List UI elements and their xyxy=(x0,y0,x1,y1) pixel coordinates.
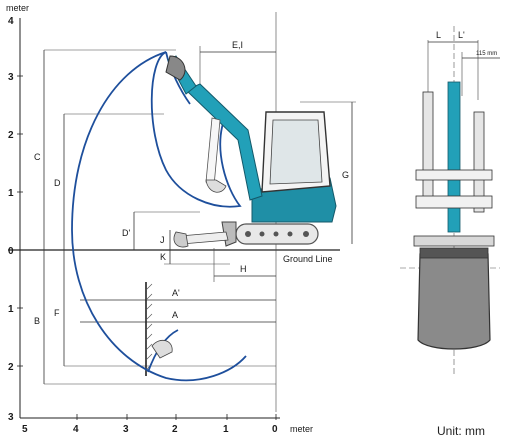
label-Aprime: A' xyxy=(172,288,180,298)
label-F: F xyxy=(54,308,60,318)
label-K: K xyxy=(160,252,166,262)
cab-window xyxy=(269,119,323,185)
label-B: B xyxy=(34,316,40,326)
y-tick-2: 2 xyxy=(8,130,14,141)
y-tick-top: 4 xyxy=(8,16,14,27)
label-J: J xyxy=(160,235,165,245)
front-arm-right xyxy=(473,111,485,213)
x-tick-4: 4 xyxy=(73,424,79,435)
ground-line-label: Ground Line xyxy=(283,254,333,264)
x-tick-5: 5 xyxy=(22,424,28,435)
front-frame-lower xyxy=(415,195,493,209)
front-arm-left xyxy=(422,91,434,203)
front-label-L: L xyxy=(436,30,441,40)
wall-hatching xyxy=(145,283,153,371)
y-tick-neg2: 2 xyxy=(8,362,14,373)
front-body xyxy=(417,253,491,350)
front-offset-label: 115 mm xyxy=(476,51,497,57)
boom xyxy=(185,83,263,201)
front-arm-centre xyxy=(447,81,461,233)
track-rollers xyxy=(245,231,309,237)
y-axis-title: meter xyxy=(6,3,29,13)
x-tick-0: 0 xyxy=(272,424,278,435)
front-frame-upper xyxy=(415,169,493,181)
bucket-in-pit xyxy=(151,339,173,359)
label-A: A xyxy=(172,310,178,320)
excavator-side-view xyxy=(151,55,337,359)
y-tick-1: 1 xyxy=(8,188,14,199)
front-blade xyxy=(413,235,495,247)
unit-note: Unit: mm xyxy=(437,424,485,438)
arm-ghost-lower xyxy=(205,117,221,187)
y-tick-marks xyxy=(17,75,23,367)
label-G: G xyxy=(342,170,349,180)
x-axis-title: meter xyxy=(290,424,313,434)
y-tick-neg1: 1 xyxy=(8,304,14,315)
working-envelope xyxy=(71,51,247,382)
x-tick-3: 3 xyxy=(123,424,129,435)
label-D: D xyxy=(54,178,61,188)
label-C: C xyxy=(34,152,41,162)
dimension-lines xyxy=(43,12,356,412)
y-tick-neg3: 3 xyxy=(8,412,14,423)
y-tick-0: 0 xyxy=(8,246,14,257)
label-Dprime: D' xyxy=(122,228,130,238)
inner-top-curve xyxy=(165,51,191,105)
bucket-raised xyxy=(165,55,186,81)
x-tick-2: 2 xyxy=(172,424,178,435)
label-H: H xyxy=(240,264,247,274)
front-body-top xyxy=(419,247,489,259)
front-label-Lprime: L' xyxy=(458,30,465,40)
x-tick-1: 1 xyxy=(223,424,229,435)
excavator-front-view: L L' 115 mm xyxy=(400,26,500,376)
upper-loop-curve xyxy=(150,51,242,208)
bucket-ghost-ground xyxy=(173,231,189,248)
x-tick-marks xyxy=(76,414,277,420)
outer-reach-curve xyxy=(71,51,247,382)
bucket-ghost-lower xyxy=(205,179,227,193)
dimension-labels: C D B F E,I G D' J K H A' A Ground Line xyxy=(34,40,349,326)
axes: meter 4 3 2 1 0 1 2 3 5 4 3 2 1 0 meter xyxy=(6,3,340,435)
label-EI: E,I xyxy=(232,40,243,50)
y-tick-3: 3 xyxy=(8,72,14,83)
